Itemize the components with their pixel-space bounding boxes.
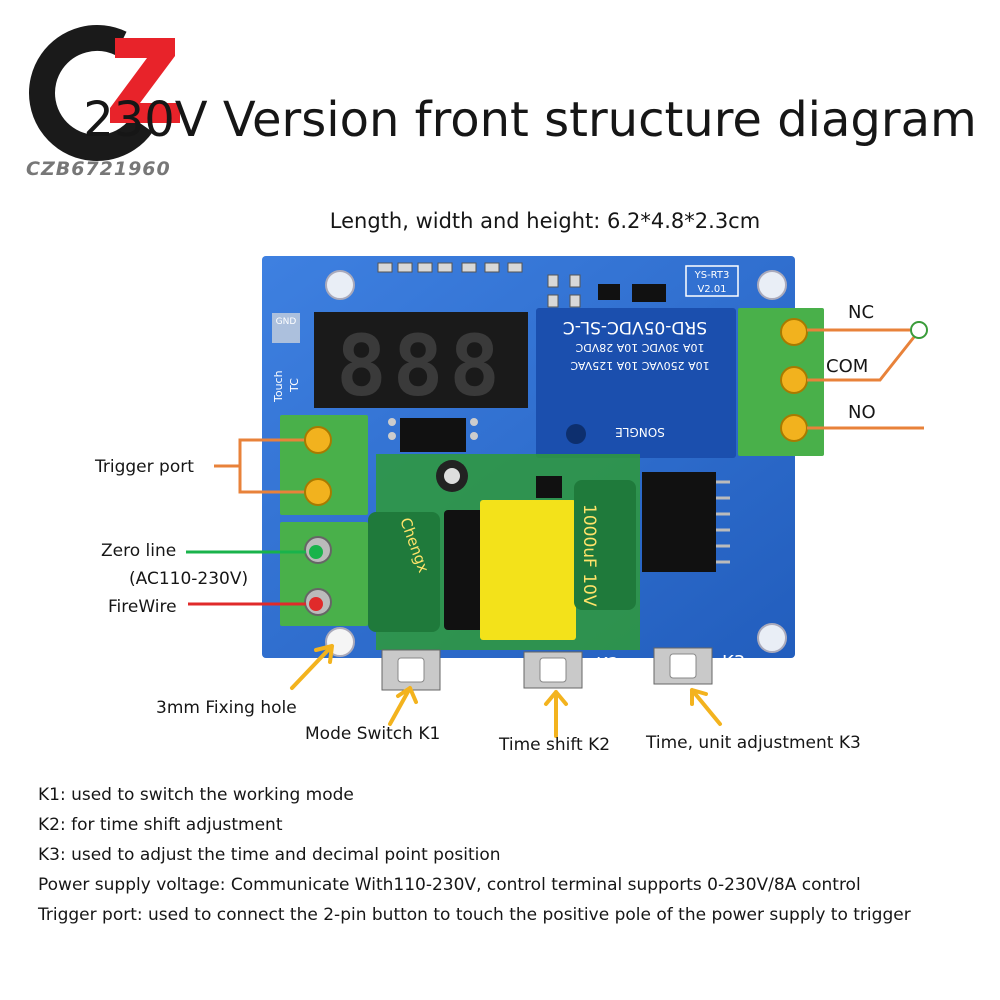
display-digits: 888: [336, 317, 506, 415]
notes-list: K1: used to switch the working mode K2: …: [38, 780, 988, 930]
board-version-label: V2.01: [697, 284, 726, 295]
relay: SRD-05VDC-SL-C 10A 30VDC 10A 28VDC 10A 2…: [536, 308, 736, 458]
board-diagram: YS-RT3 V2.01 GND Touch TC 888 SRD-05VDC-…: [186, 256, 928, 738]
callout-nc: NC: [848, 302, 875, 323]
k2-board-label: K2: [596, 654, 619, 675]
button-k2[interactable]: K2: [523, 651, 619, 689]
page-title: 230V Version front structure diagram: [83, 92, 977, 148]
callout-trigger-port: Trigger port: [95, 457, 194, 477]
note-k1: K1: used to switch the working mode: [38, 785, 354, 805]
callout-time-unit: Time, unit adjustment K3: [646, 733, 861, 753]
relay-spec-0: 10A 250VAC 10A 125VAC: [570, 359, 710, 372]
callout-zero-line-range: (AC110-230V): [129, 569, 249, 589]
note-k2: K2: for time shift adjustment: [38, 815, 283, 835]
callout-zero-line: Zero line: [101, 541, 177, 561]
brand-logo: [29, 25, 180, 161]
callout-time-shift: Time shift K2: [499, 735, 611, 755]
capacitor-left: Chengx: [368, 512, 440, 632]
relay-brand-text: SONGLE: [615, 425, 665, 439]
relay-spec-1: 10A 30VDC 10A 28VDC: [575, 341, 704, 354]
callout-arrows: [290, 644, 722, 738]
capacitor-right: 1000uF 10V: [574, 480, 636, 610]
callout-firewire: FireWire: [108, 597, 177, 617]
note-k3: K3: used to adjust the time and decimal …: [38, 845, 501, 865]
trigger-terminal-block: [280, 415, 368, 515]
note-trigger-port: Trigger port: used to connect the 2-pin …: [38, 905, 911, 925]
dimensions-text: Length, width and height: 6.2*4.8*2.3cm: [329, 209, 761, 233]
callout-com: COM: [826, 356, 869, 377]
button-k3[interactable]: K3: [653, 647, 745, 685]
logo-text: CZB6721960: [26, 158, 171, 180]
seven-segment-display: 888: [314, 312, 528, 415]
power-terminal-block: [280, 522, 368, 626]
output-terminal-block: [738, 308, 824, 456]
callout-lines: [186, 328, 924, 606]
note-power-supply: Power supply voltage: Communicate With11…: [38, 875, 861, 895]
tc-label: TC: [288, 378, 301, 393]
callout-no: NO: [848, 402, 876, 423]
k3-board-label: K3: [722, 652, 745, 673]
touch-label: Touch: [272, 370, 285, 403]
button-k1[interactable]: [381, 649, 441, 691]
relay-model-text: SRD-05VDC-SL-C: [563, 317, 707, 337]
transformer: [480, 500, 576, 640]
gnd-label: GND: [276, 317, 297, 327]
cap-value-text: 1000uF 10V: [579, 504, 599, 607]
board-model-label: YS-RT3: [694, 270, 730, 281]
callout-fixing-hole: 3mm Fixing hole: [156, 698, 297, 718]
callout-mode-switch: Mode Switch K1: [305, 724, 441, 744]
smd-components: [377, 262, 581, 308]
